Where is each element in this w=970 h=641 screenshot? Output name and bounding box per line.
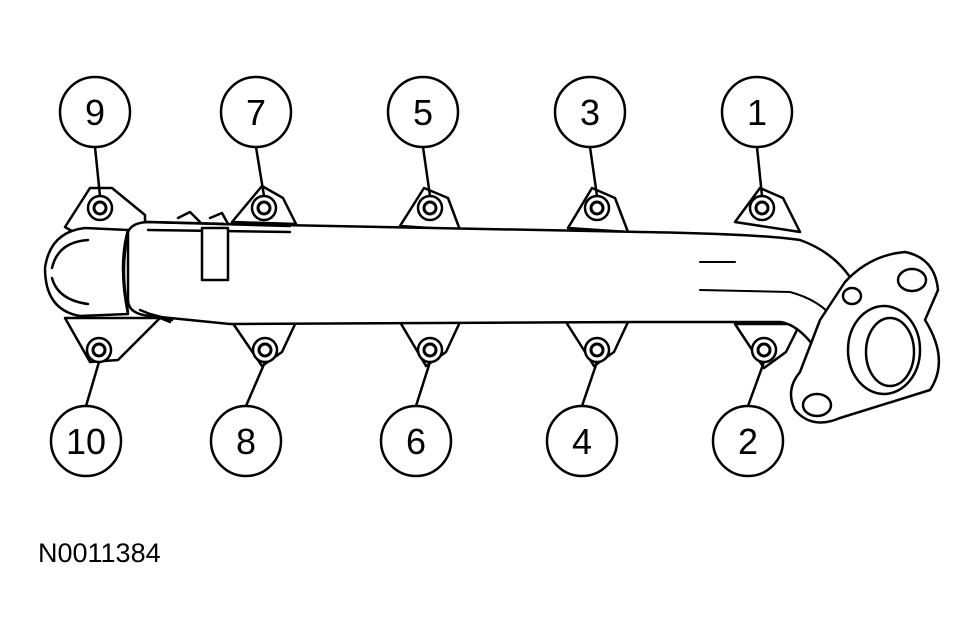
lower-flange-ear-10 bbox=[63, 316, 162, 364]
outlet-flange-upper-hole bbox=[896, 267, 928, 293]
callout-7: 7 bbox=[219, 75, 293, 149]
callout-circle bbox=[711, 404, 785, 478]
bolt-2 bbox=[750, 336, 778, 364]
callout-number: 6 bbox=[406, 421, 426, 462]
callout-circle bbox=[58, 75, 132, 149]
callout-5: 5 bbox=[386, 75, 460, 149]
bolt-9 bbox=[86, 194, 114, 222]
bolt-6 bbox=[416, 336, 444, 364]
left-end-cap-inner bbox=[50, 238, 90, 306]
leader-5 bbox=[421, 146, 432, 197]
manifold-drawing bbox=[43, 184, 941, 424]
callout-2: 2 bbox=[711, 404, 785, 478]
bracket-clip bbox=[200, 226, 230, 282]
bracket-strap-lower bbox=[138, 308, 174, 324]
leader-1 bbox=[755, 146, 764, 197]
leader-3 bbox=[588, 146, 599, 197]
callout-number: 2 bbox=[738, 421, 758, 462]
callout-number: 3 bbox=[580, 92, 600, 133]
callout-circle bbox=[209, 404, 283, 478]
leader-10 bbox=[84, 361, 101, 407]
bolt-7 bbox=[250, 194, 278, 222]
callout-9: 9 bbox=[58, 75, 132, 149]
leader-4 bbox=[580, 361, 599, 407]
outlet-flange-lower-hole bbox=[801, 392, 833, 418]
bolt-10 bbox=[85, 336, 113, 364]
callout-circle bbox=[219, 75, 293, 149]
callout-number: 7 bbox=[246, 92, 266, 133]
callout-1: 1 bbox=[720, 75, 794, 149]
end-cap-seam bbox=[122, 230, 130, 314]
callout-number: 9 bbox=[85, 92, 105, 133]
callout-leaders bbox=[84, 146, 766, 407]
outlet-port-inner bbox=[864, 316, 916, 388]
callout-6: 6 bbox=[379, 404, 453, 478]
callout-circle bbox=[553, 75, 627, 149]
bolts bbox=[85, 194, 778, 364]
bolt-3 bbox=[583, 194, 611, 222]
callout-number: 8 bbox=[236, 421, 256, 462]
callout-number: 10 bbox=[66, 421, 106, 462]
callout-number: 4 bbox=[572, 421, 592, 462]
leader-7 bbox=[254, 146, 266, 197]
callouts: 9 7 5 3 1 10 8 6 4 2 bbox=[49, 75, 794, 478]
outlet-flange-side-hole bbox=[841, 286, 863, 306]
leader-6 bbox=[414, 361, 432, 407]
bolt-5 bbox=[416, 194, 444, 222]
callout-number: 5 bbox=[413, 92, 433, 133]
figure-id: N0011384 bbox=[38, 538, 161, 568]
callout-3: 3 bbox=[553, 75, 627, 149]
callout-4: 4 bbox=[545, 404, 619, 478]
callout-circle bbox=[720, 75, 794, 149]
callout-circle bbox=[545, 404, 619, 478]
bracket-clip-top bbox=[176, 210, 230, 226]
callout-10: 10 bbox=[49, 404, 123, 478]
bolt-4 bbox=[583, 336, 611, 364]
bolt-1 bbox=[748, 194, 776, 222]
callout-circle bbox=[49, 404, 123, 478]
callout-circle bbox=[379, 404, 453, 478]
leader-9 bbox=[93, 146, 102, 197]
leader-2 bbox=[746, 361, 766, 407]
callout-number: 1 bbox=[747, 92, 767, 133]
bolt-8 bbox=[251, 336, 279, 364]
callout-circle bbox=[386, 75, 460, 149]
callout-8: 8 bbox=[209, 404, 283, 478]
leader-8 bbox=[244, 361, 267, 407]
